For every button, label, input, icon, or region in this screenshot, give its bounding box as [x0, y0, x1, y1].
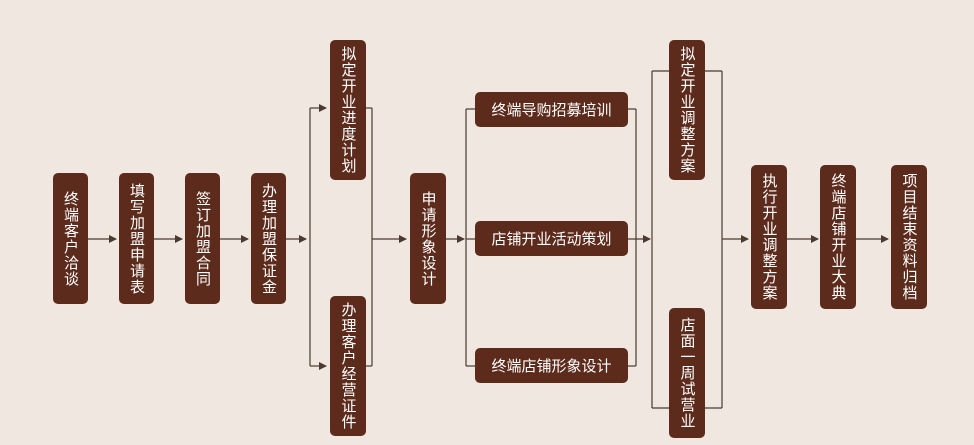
step-execute-adjustment: 执行开业调整方案 — [751, 165, 787, 309]
step-grand-opening: 终端店铺开业大典 — [820, 165, 856, 309]
step-image-design-application: 申请形象设计 — [410, 173, 446, 304]
step-fill-application: 填写加盟申请表 — [119, 173, 154, 304]
step-deposit: 办理加盟保证金 — [251, 173, 286, 304]
step-opening-event: 店铺开业活动策划 — [475, 221, 628, 256]
step-trial-operation: 店面一周试营业 — [669, 308, 705, 438]
step-opening-schedule: 拟定开业进度计划 — [330, 40, 366, 180]
step-customer-negotiation: 终端客户洽谈 — [53, 173, 88, 304]
step-staff-training: 终端导购招募培训 — [475, 92, 628, 127]
step-business-license: 办理客户经营证件 — [330, 296, 366, 436]
step-sign-contract: 签订加盟合同 — [185, 173, 220, 304]
step-archive: 项目结束资料归档 — [891, 165, 927, 309]
step-store-design: 终端店铺形象设计 — [475, 348, 628, 383]
step-adjustment-plan: 拟定开业调整方案 — [669, 40, 705, 180]
